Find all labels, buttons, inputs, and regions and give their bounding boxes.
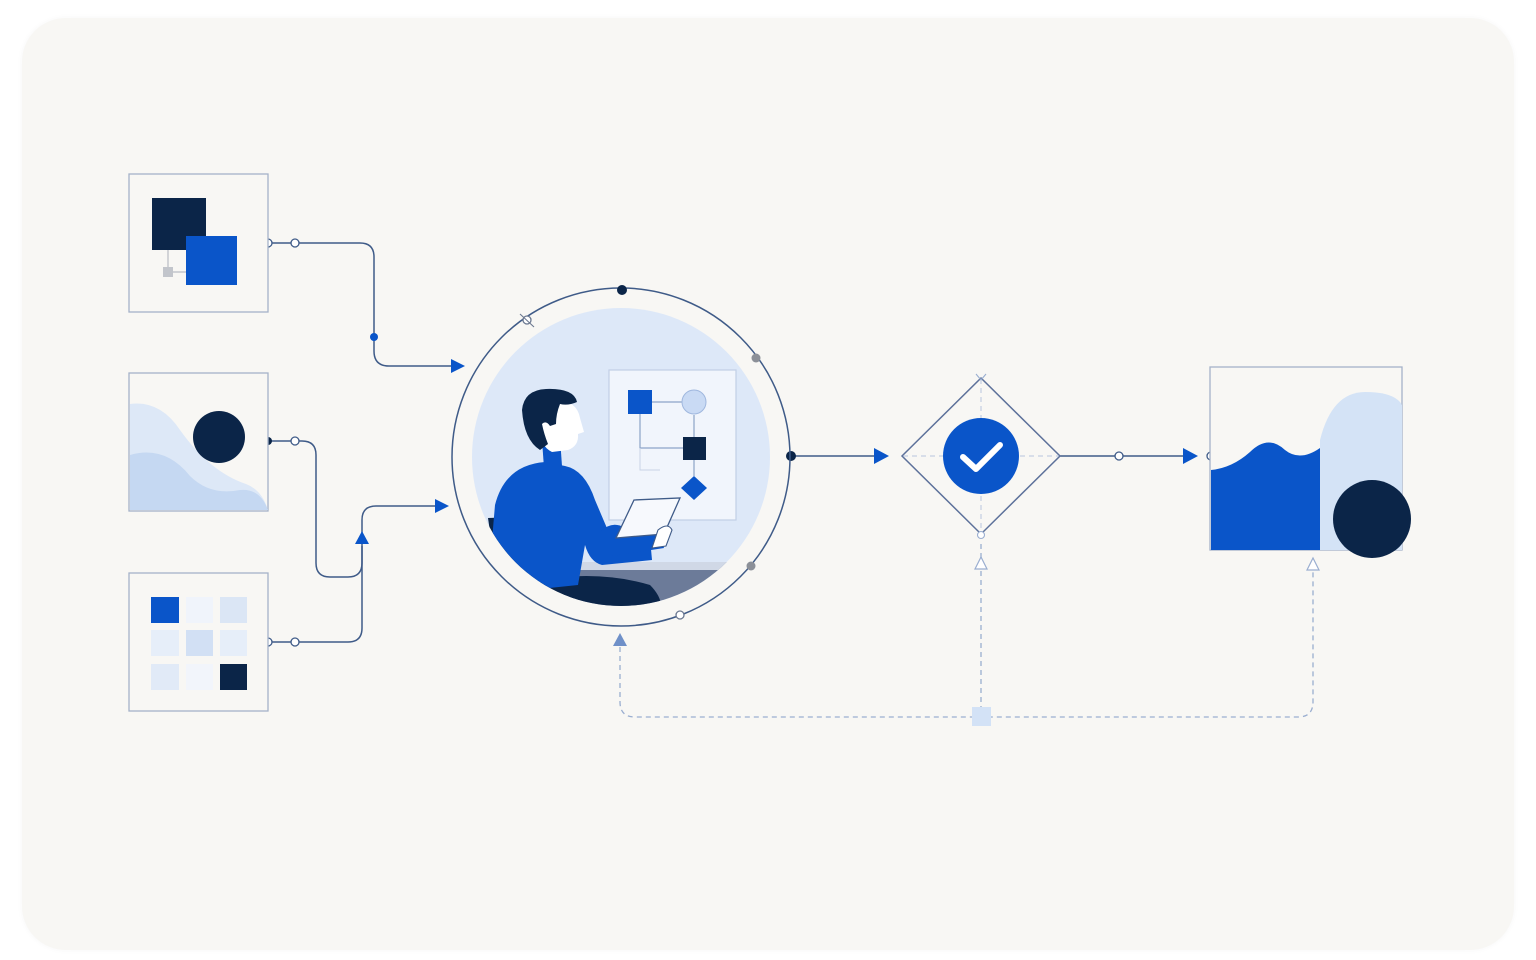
output-chart-node[interactable]: [1209, 366, 1411, 558]
result-dot: [1333, 480, 1411, 558]
feedback-loop: [613, 544, 1320, 726]
arrowhead-icon: [874, 448, 889, 464]
loop-junction: [972, 707, 991, 726]
input-node-shapes[interactable]: [128, 173, 269, 313]
arrowhead-icon: [613, 633, 627, 646]
arrowhead-icon: [451, 359, 465, 373]
connector-shapes-to-hub: [263, 238, 465, 373]
connector-image-to-hub: [264, 436, 449, 578]
landscape-sun-icon: [130, 403, 268, 510]
connector-gate-to-chart: [1060, 448, 1216, 464]
arrowhead-icon: [355, 531, 369, 544]
person-reviewing-document-icon: [488, 369, 740, 606]
connector-hub-to-gate: [786, 448, 889, 464]
arrowhead-icon: [1183, 448, 1198, 464]
arrowhead-icon: [435, 499, 449, 513]
arrowhead-icon: [1306, 556, 1320, 571]
review-hub[interactable]: [451, 285, 791, 627]
input-node-grid[interactable]: [128, 572, 269, 712]
check-circle-icon: [943, 418, 1019, 494]
grid-tiles-icon: [151, 597, 247, 690]
flowchart-board-icon: [628, 389, 707, 500]
overlapping-squares-icon: [152, 198, 237, 285]
input-node-image[interactable]: [128, 372, 269, 512]
arrowhead-icon: [974, 555, 988, 570]
approval-gate[interactable]: [900, 373, 1062, 540]
